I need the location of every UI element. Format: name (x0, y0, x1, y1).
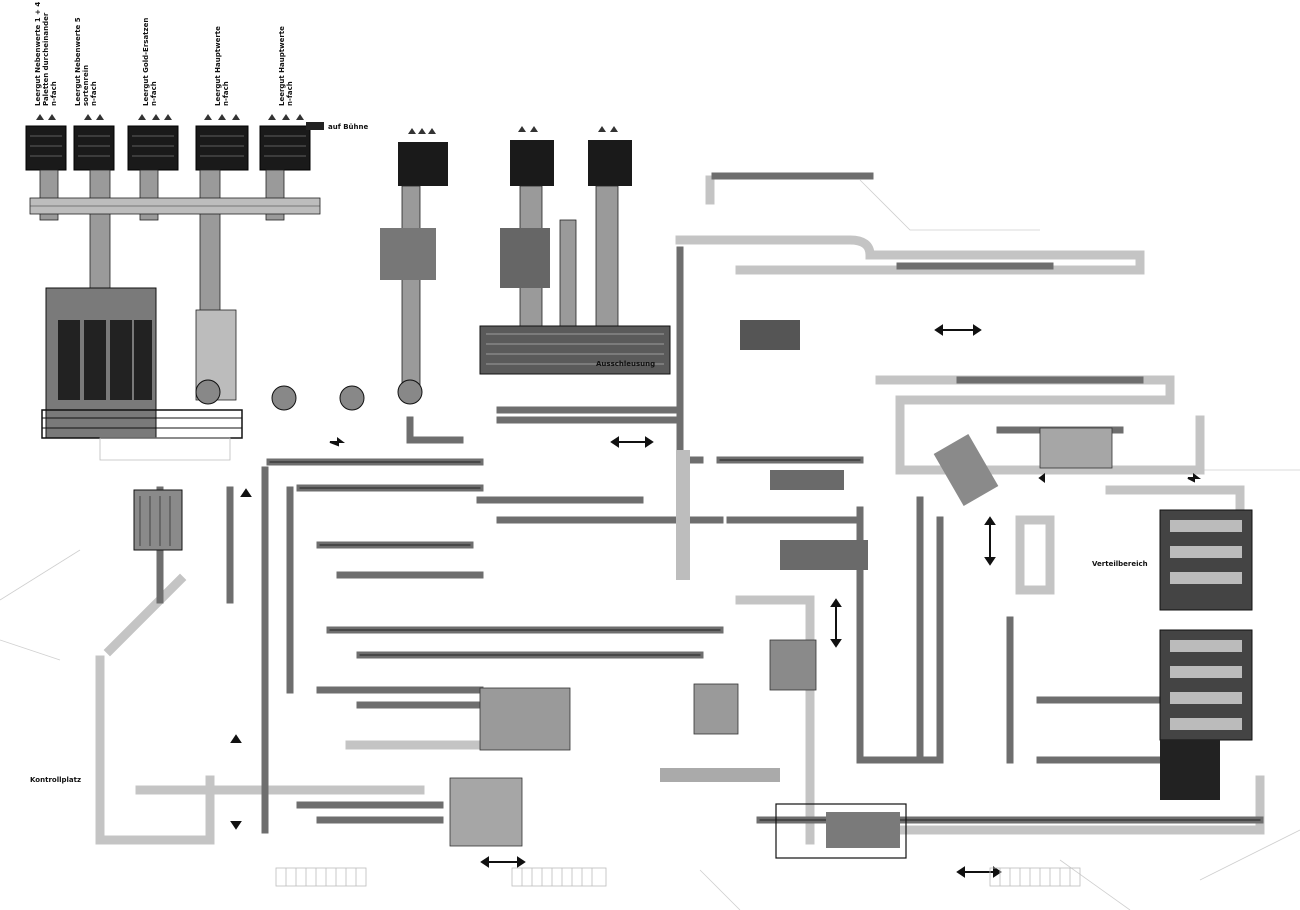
label-sorter-lower: Verteilbereich (1092, 560, 1148, 568)
rotary-units (195, 379, 423, 411)
station-cluster-left: Leergut Nebenwerte 1 + 4 Paletten durche… (25, 2, 368, 439)
dock-patterns (99, 437, 1081, 887)
label-center-block: Ausschleusung (596, 360, 655, 368)
station-label-4-line2: n-fach (222, 81, 230, 106)
station-label-1-line3: n-fach (50, 81, 58, 106)
station-label-5-line1: Leergut Hauptwerte (278, 26, 286, 106)
machine-zones (133, 320, 1253, 859)
label-left-block: Kontrollplatz (30, 776, 81, 784)
site-outline (0, 179, 1300, 910)
station-label-3-line1: Leergut Gold-Ersatzen (142, 18, 150, 106)
station-label-5-line2: n-fach (286, 81, 294, 106)
station-label-3-line2: n-fach (150, 81, 158, 106)
station-label-1-line2: Paletten durcheinander (42, 12, 50, 106)
tower-cluster-center (380, 126, 671, 387)
direction-arrows (230, 324, 1201, 878)
station-label-2-line1: Leergut Nebenwerte 5 (74, 17, 82, 106)
station-label-2-line3: n-fach (90, 81, 98, 106)
station-label-4-line1: Leergut Hauptwerte (214, 26, 222, 106)
badge-label: auf Bühne (328, 123, 368, 131)
station-label-2-line2: sortenrein (82, 65, 90, 106)
station-label-1-line1: Leergut Nebenwerte 1 + 4 (34, 2, 42, 106)
